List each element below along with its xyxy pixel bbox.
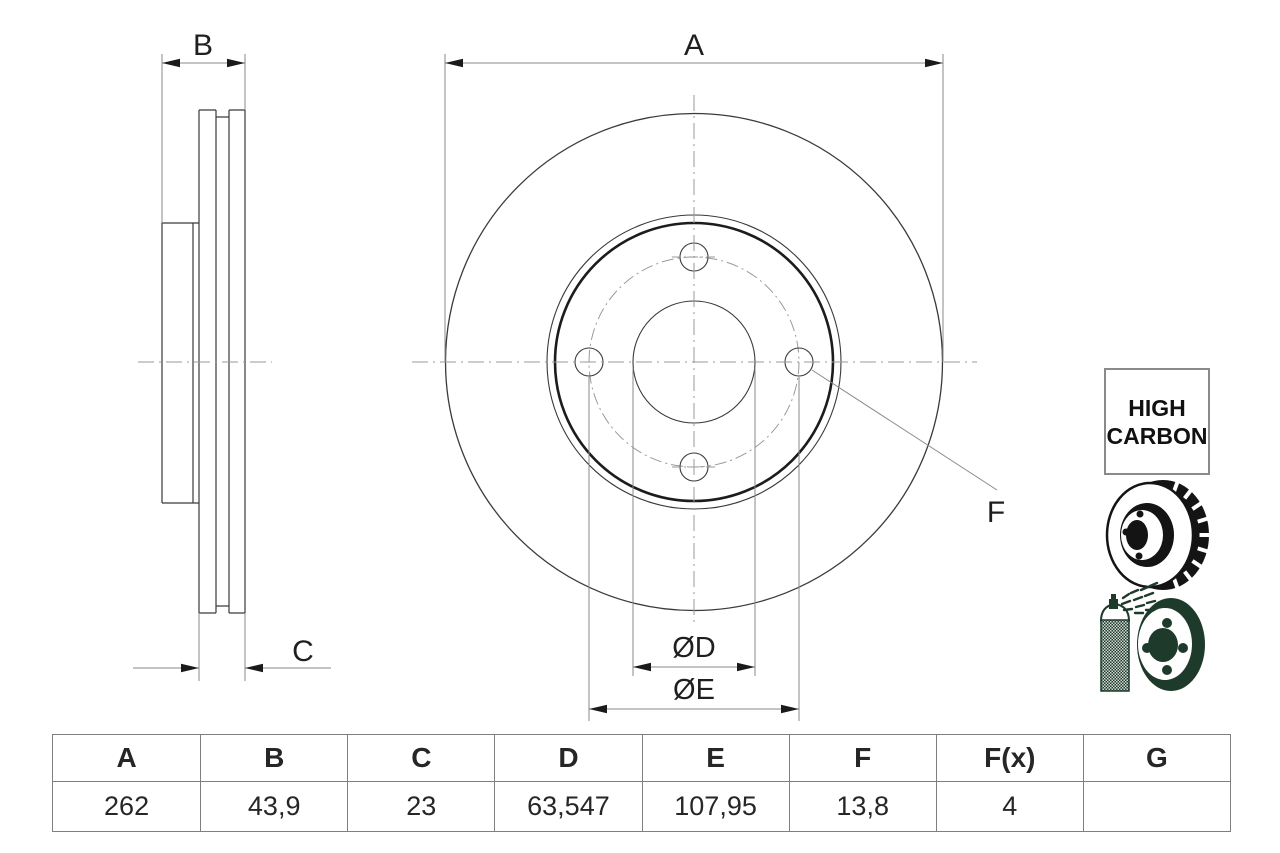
vent-slots [1172, 480, 1211, 590]
table-value-fx: 4 [935, 782, 1083, 831]
arrowhead [737, 662, 755, 672]
spray-can [1099, 594, 1131, 692]
table-header-e: E [641, 735, 789, 782]
table-value-c: 23 [347, 782, 495, 831]
arrowhead [633, 662, 651, 672]
table-header-b: B [200, 735, 348, 782]
dim-label-a: A [684, 29, 704, 62]
table-value-a: 262 [53, 782, 201, 831]
dim-label-b: B [193, 29, 213, 62]
table-value-g [1082, 782, 1230, 831]
dim-label-od: ØD [672, 632, 716, 664]
table-header-a: A [53, 735, 201, 782]
table-header-d: D [494, 735, 642, 782]
arrowhead [162, 58, 180, 68]
arrowhead [181, 663, 199, 673]
spec-table: A B C D E F F(x) G 262 43,9 23 63,547 10… [52, 734, 1231, 832]
arrowhead [925, 58, 943, 68]
spray-mist [1120, 581, 1159, 615]
hat-outline [161, 222, 199, 504]
vented-brake-disc-icon [1105, 480, 1211, 590]
table-value-b: 43,9 [200, 782, 348, 831]
table-value-d: 63,547 [494, 782, 642, 831]
drawing-canvas: A B C ØD ØE [133, 29, 1211, 721]
front-centerlines [412, 95, 977, 625]
table-value-e: 107,95 [641, 782, 789, 831]
high-carbon-line1: HIGH [1128, 394, 1186, 421]
arrowhead [245, 663, 263, 673]
table-header-f: F [788, 735, 936, 782]
dimension-a: A [444, 29, 944, 362]
dimension-c: C [133, 613, 331, 681]
arrowhead [445, 58, 463, 68]
arrowhead [589, 704, 607, 714]
dim-label-c: C [292, 635, 314, 668]
high-carbon-badge: HIGH CARBON [1104, 368, 1210, 475]
table-header-c: C [347, 735, 495, 782]
table-header-g: G [1082, 735, 1230, 782]
table-header-fx: F(x) [935, 735, 1083, 782]
dimension-d: ØD [632, 368, 756, 676]
dim-label-oe: ØE [673, 674, 715, 706]
table-value-f: 13,8 [788, 782, 936, 831]
high-carbon-line2: CARBON [1106, 422, 1208, 449]
dim-label-f: F [987, 496, 1005, 529]
coated-disc-spray-icon [1099, 581, 1205, 692]
leader-f: F [811, 369, 1005, 529]
arrowhead [227, 58, 245, 68]
dimension-e: ØE [588, 377, 800, 721]
arrowhead [781, 704, 799, 714]
dimension-b: B [161, 29, 246, 223]
